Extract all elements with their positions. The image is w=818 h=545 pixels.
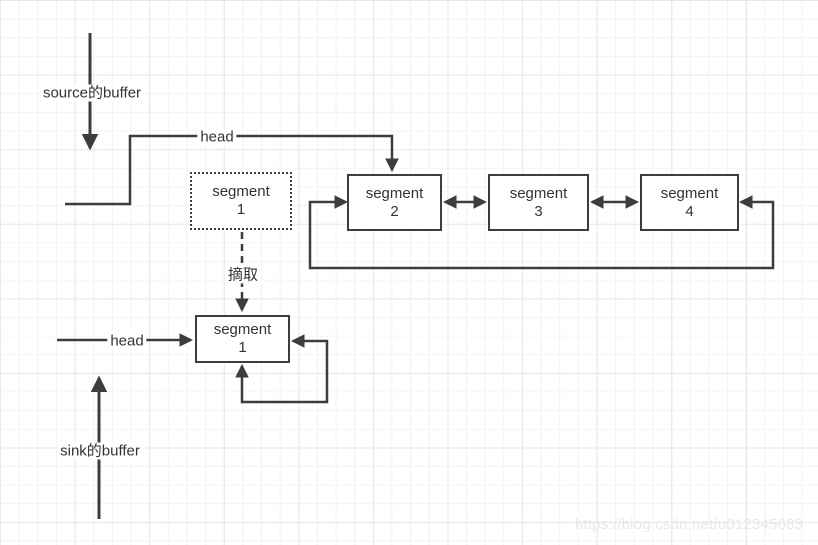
source-buffer-label: source的buffer: [39, 84, 145, 102]
segment-2-box: segment 2: [347, 174, 442, 231]
segment-3-box: segment 3: [488, 174, 589, 231]
watermark: https://blog.csdn.net/u012345683: [575, 516, 804, 533]
head-label-bottom: head: [107, 332, 147, 350]
head-label-top: head: [197, 128, 237, 146]
segment-3-label: segment: [509, 184, 568, 202]
segment-4-box: segment 4: [640, 174, 739, 231]
segment-4-number: 4: [685, 202, 694, 220]
segment-1-dotted-box: segment 1: [190, 172, 292, 230]
segment-1-solid-box: segment 1: [195, 315, 290, 363]
segment-4-label: segment: [660, 184, 719, 202]
circular-link-line: [308, 195, 775, 270]
segment-1-dotted-label: segment: [212, 183, 270, 200]
segment1-self-loop: [235, 334, 329, 404]
segment-2-number: 2: [390, 202, 399, 220]
segment-1-solid-number: 1: [238, 339, 247, 356]
segment-3-number: 3: [534, 202, 543, 220]
segment-2-label: segment: [365, 184, 424, 202]
extract-label: 摘取: [224, 266, 262, 284]
head-pointer-top-line: [65, 134, 399, 206]
segment-1-solid-label: segment: [213, 321, 272, 338]
sink-buffer-label: sink的buffer: [57, 442, 143, 460]
segment-1-dotted-number: 1: [236, 201, 246, 218]
